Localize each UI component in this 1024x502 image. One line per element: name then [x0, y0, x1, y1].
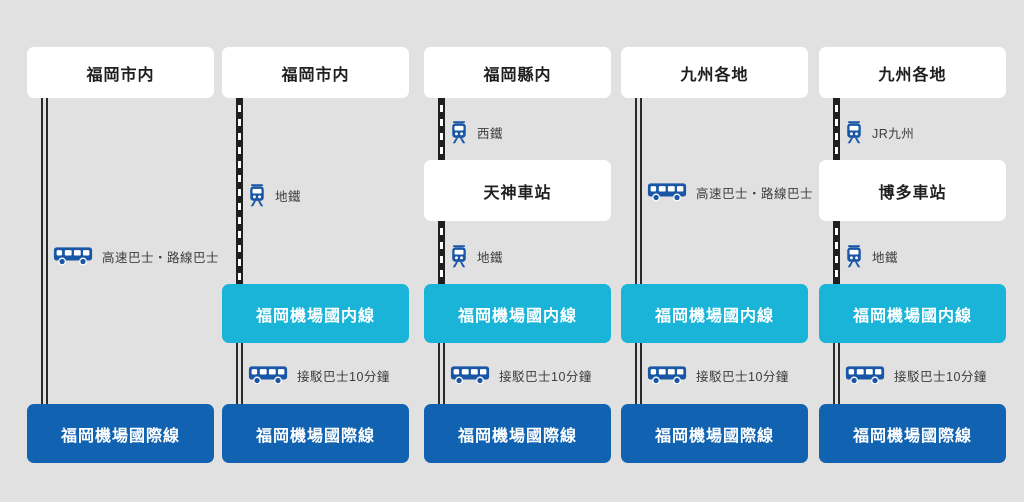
- leg-train: 西鐵: [450, 120, 503, 144]
- international-terminal-box: 福岡機場國際線: [819, 404, 1006, 463]
- domestic-terminal-label: 福岡機場國内線: [852, 307, 972, 325]
- bus-icon: [647, 183, 687, 202]
- origin-label: 福岡市内: [281, 66, 350, 84]
- route-column-1: 福岡市内 高速巴士・路線巴士 福岡機場國際線: [27, 0, 219, 502]
- international-terminal-label: 福岡機場國際線: [255, 427, 375, 445]
- railway-line: [833, 98, 840, 160]
- train-icon: [847, 244, 861, 267]
- origin-box: 九州各地: [819, 47, 1006, 98]
- international-terminal-box: 福岡機場國際線: [27, 404, 214, 463]
- leg-highway-bus: 高速巴士・路線巴士: [53, 244, 219, 268]
- leg-shuttle-bus: 接駁巴士10分鐘: [248, 363, 390, 387]
- international-terminal-box: 福岡機場國際線: [222, 404, 409, 463]
- domestic-terminal-box: 福岡機場國内線: [819, 284, 1006, 343]
- leg-label: 西鐵: [477, 126, 504, 141]
- domestic-terminal-label: 福岡機場國内線: [654, 307, 774, 325]
- leg-label: 高速巴士・路線巴士: [102, 250, 220, 265]
- bus-route-line: [438, 343, 445, 404]
- train-icon: [847, 120, 861, 143]
- station-box: 博多車站: [819, 160, 1006, 221]
- international-terminal-box: 福岡機場國際線: [424, 404, 611, 463]
- leg-label: 接駁巴士10分鐘: [894, 369, 987, 384]
- international-terminal-box: 福岡機場國際線: [621, 404, 808, 463]
- leg-metro: 地鐵: [450, 244, 503, 268]
- domestic-terminal-label: 福岡機場國内線: [255, 307, 375, 325]
- station-box: 天神車站: [424, 160, 611, 221]
- origin-label: 福岡縣内: [483, 66, 552, 84]
- bus-icon: [53, 247, 93, 266]
- bus-route-line: [833, 343, 840, 404]
- route-column-3: 福岡縣内 西鐵 天神車站 地鐵 福岡機場國内線: [424, 0, 611, 502]
- domestic-terminal-box: 福岡機場國内線: [424, 284, 611, 343]
- origin-box: 福岡縣内: [424, 47, 611, 98]
- leg-label: JR九州: [872, 126, 915, 141]
- origin-label: 九州各地: [878, 66, 947, 84]
- bus-icon: [647, 366, 687, 385]
- domestic-terminal-box: 福岡機場國内線: [621, 284, 808, 343]
- leg-metro: 地鐵: [248, 183, 301, 207]
- leg-shuttle-bus: 接駁巴士10分鐘: [845, 363, 987, 387]
- leg-label: 接駁巴士10分鐘: [297, 369, 390, 384]
- route-column-2: 福岡市内 地鐵 福岡機場國内線 接駁巴士10分鐘 福岡機場國際線: [222, 0, 409, 502]
- railway-line: [438, 221, 445, 284]
- international-terminal-label: 福岡機場國際線: [852, 427, 972, 445]
- origin-box: 九州各地: [621, 47, 808, 98]
- bus-route-line: [635, 343, 642, 404]
- leg-metro: 地鐵: [845, 244, 898, 268]
- origin-label: 九州各地: [680, 66, 749, 84]
- leg-label: 接駁巴士10分鐘: [696, 369, 789, 384]
- station-label: 天神車站: [483, 184, 552, 202]
- bus-icon: [845, 366, 885, 385]
- bus-route-line: [236, 343, 243, 404]
- leg-train: JR九州: [845, 120, 914, 144]
- route-column-5: 九州各地 JR九州 博多車站 地鐵 福岡機場國内線: [819, 0, 1006, 502]
- bus-icon: [450, 366, 490, 385]
- railway-line: [438, 98, 445, 160]
- leg-shuttle-bus: 接駁巴士10分鐘: [647, 363, 789, 387]
- train-icon: [250, 183, 264, 206]
- bus-icon: [248, 366, 288, 385]
- railway-line: [833, 221, 840, 284]
- station-label: 博多車站: [878, 184, 947, 202]
- leg-label: 地鐵: [872, 250, 899, 265]
- bus-route-line: [635, 98, 642, 284]
- train-icon: [452, 120, 466, 143]
- international-terminal-label: 福岡機場國際線: [654, 427, 774, 445]
- train-icon: [452, 244, 466, 267]
- international-terminal-label: 福岡機場國際線: [457, 427, 577, 445]
- railway-line: [236, 98, 243, 284]
- origin-box: 福岡市内: [222, 47, 409, 98]
- leg-highway-bus: 高速巴士・路線巴士: [647, 180, 813, 204]
- leg-label: 高速巴士・路線巴士: [696, 186, 814, 201]
- bus-route-line: [41, 98, 48, 404]
- leg-label: 地鐵: [477, 250, 504, 265]
- leg-label: 地鐵: [275, 189, 302, 204]
- domestic-terminal-label: 福岡機場國内線: [457, 307, 577, 325]
- origin-box: 福岡市内: [27, 47, 214, 98]
- domestic-terminal-box: 福岡機場國内線: [222, 284, 409, 343]
- leg-label: 接駁巴士10分鐘: [499, 369, 592, 384]
- leg-shuttle-bus: 接駁巴士10分鐘: [450, 363, 592, 387]
- route-column-4: 九州各地 高速巴士・路線巴士 福岡機場國内線 接駁巴士10分鐘 福岡機場國際: [621, 0, 813, 502]
- international-terminal-label: 福岡機場國際線: [60, 427, 180, 445]
- origin-label: 福岡市内: [86, 66, 155, 84]
